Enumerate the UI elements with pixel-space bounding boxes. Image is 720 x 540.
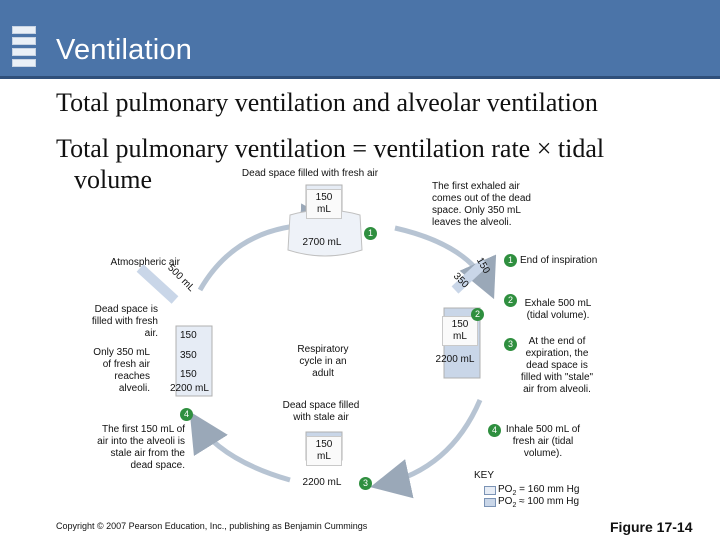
atmospheric-air-label: Atmospheric air [110,257,180,268]
copyright-notice: Copyright © 2007 Pearson Education, Inc.… [56,521,368,531]
equation-line-1: Total pulmonary ventilation = ventilatio… [56,134,605,163]
left-only-350-label: Only 350 mL of fresh air reaches alveoli… [93,347,150,394]
figure-number: Figure 17-14 [610,519,693,535]
step-3-text: At the end of expiration, the dead space… [520,336,594,395]
title-banner: Ventilation [0,0,720,79]
step-1-text: End of inspiration [520,255,598,266]
inflow-arrow-left [136,264,179,304]
cycle-arc-bottom-right [370,399,483,499]
step-4-text: Inhale 500 mL of fresh air (tidal volume… [505,424,581,459]
right-first-exhaled-label: The first exhaled air comes out of the d… [432,181,531,228]
equation-line-2: volume [74,165,152,194]
step-1-badge-top: 1 [364,227,377,240]
key-fresh-swatch [484,486,496,495]
slide-title: Ventilation [56,34,193,66]
right-total: 2200 mL [435,354,475,365]
left-box-350: 350 [180,350,197,361]
bottom-150-box: 150 mL [306,436,342,466]
right-150-box: 150 mL [442,316,478,346]
step-4-badge: 4 [488,424,501,437]
bottom-total: 2200 mL [302,477,342,488]
key-fresh-label: PO2 = 160 mm Hg [498,484,580,497]
left-first-150-label: The first 150 mL of air into the alveoli… [97,424,185,471]
step-3-badge-bottom: 3 [359,477,372,490]
center-stale-label: Dead space filled with stale air [282,400,360,423]
step-2-text: Exhale 500 mL (tidal volume). [524,298,592,321]
top-caption: Dead space filled with fresh air [241,168,379,179]
left-box-150b: 150 [180,369,197,380]
outflow-arrow-right [451,258,489,294]
cycle-arc-bottom-left [189,411,291,483]
step-3-badge: 3 [504,338,517,351]
left-box-150: 150 [180,330,197,341]
key-stale-swatch [484,498,496,507]
step-2-badge-right: 2 [471,308,484,321]
step-1-badge: 1 [504,254,517,267]
left-dead-space-label: Dead space is filled with fresh air. [91,304,158,339]
cycle-arc-right [394,225,497,300]
top-150-box: 150 mL [306,189,342,219]
step-4-badge-left: 4 [180,408,193,421]
left-total: 2200 mL [170,383,209,394]
slide-subtitle: Total pulmonary ventilation and alveolar… [56,88,598,117]
top-total: 2700 mL [302,237,342,248]
slide-menu-icon [12,26,36,67]
step-2-badge: 2 [504,294,517,307]
key-title: KEY [474,470,495,481]
left-airway [175,325,213,397]
key-stale-label: PO2 ≈ 100 mm Hg [498,496,580,509]
center-cycle-label: Respiratory cycle in an adult [297,344,349,379]
